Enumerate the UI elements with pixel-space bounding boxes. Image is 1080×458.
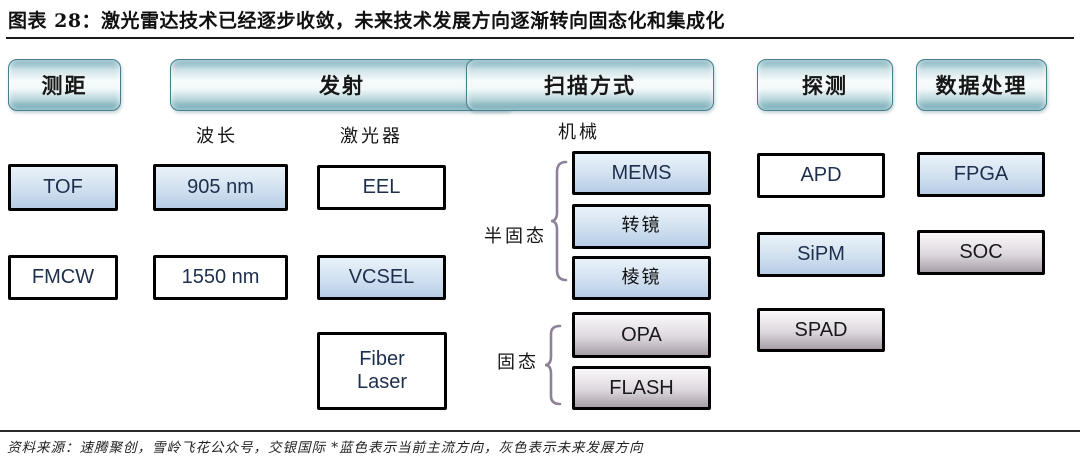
label-solid: 固态 <box>497 352 539 373</box>
header-detection: 探测 <box>757 59 893 111</box>
title-divider <box>6 37 1074 39</box>
box-eel: EEL <box>317 165 446 210</box>
box-spad: SPAD <box>757 308 885 352</box>
label-semi-solid: 半固态 <box>484 226 547 247</box>
box-rotating-mirror: 转镜 <box>572 204 711 249</box>
box-vcsel: VCSEL <box>317 255 446 300</box>
header-scanning: 扫描方式 <box>466 59 714 111</box>
box-prism: 棱镜 <box>572 256 711 300</box>
semi-solid-brace <box>550 160 568 282</box>
box-fpga: FPGA <box>917 152 1045 197</box>
box-sipm: SiPM <box>757 232 885 277</box>
source-note: 资料来源：速腾聚创，雪岭飞花公众号，交银国际 *蓝色表示当前主流方向，灰色表示未… <box>7 440 644 456</box>
header-data-processing: 数据处理 <box>916 59 1047 111</box>
box-opa: OPA <box>572 312 711 358</box>
figure-title: 图表 28：激光雷达技术已经逐步收敛，未来技术发展方向逐渐转向固态化和集成化 <box>8 10 726 32</box>
box-mems: MEMS <box>572 151 711 195</box>
box-fmcw: FMCW <box>8 255 118 300</box>
sublabel-mechanical: 机械 <box>558 122 600 143</box>
box-1550nm: 1550 nm <box>153 255 288 300</box>
sublabel-wavelength: 波长 <box>196 126 238 147</box>
footer-divider <box>0 430 1080 432</box>
box-905nm: 905 nm <box>153 164 288 211</box>
box-flash: FLASH <box>572 366 711 410</box>
header-emission: 发射 <box>170 59 514 111</box>
box-fiber-laser: Fiber Laser <box>317 332 447 410</box>
solid-brace <box>544 324 562 406</box>
box-apd: APD <box>757 153 885 198</box>
box-tof: TOF <box>8 164 118 211</box>
sublabel-laser: 激光器 <box>340 126 403 147</box>
header-ranging: 测距 <box>8 59 121 111</box>
box-soc: SOC <box>917 230 1045 275</box>
